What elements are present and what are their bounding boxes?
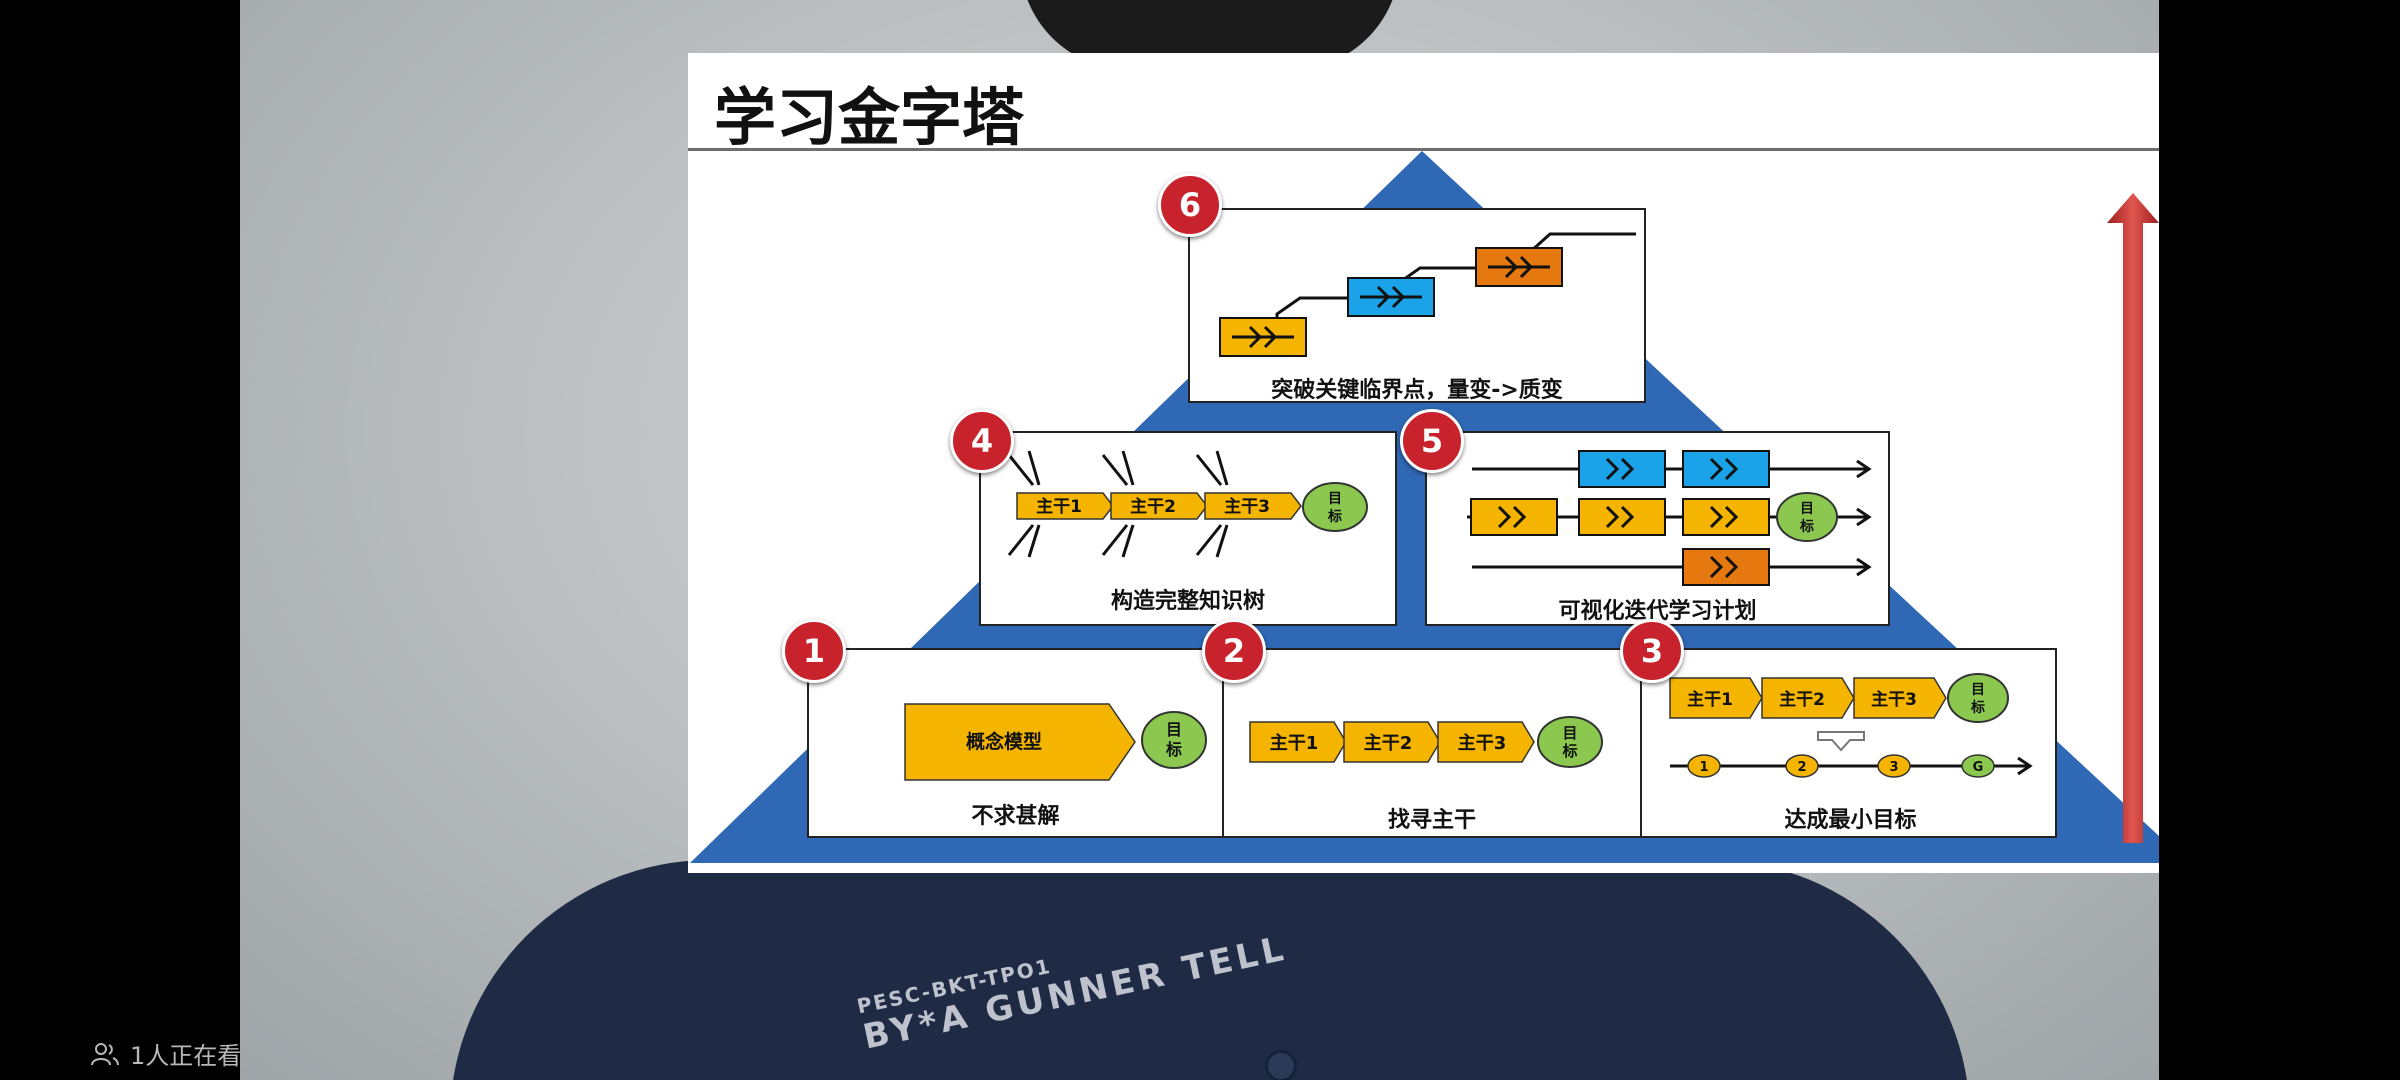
slide-title: 学习金字塔: [714, 81, 1025, 154]
l3-trunk-2: 主干2: [1779, 689, 1825, 710]
title-divider: [688, 148, 2159, 151]
level-3-label: 达成最小目标: [1784, 808, 1917, 833]
trunk-chain-diagram: 主干1 主干2 主干3 目 标: [1249, 716, 1603, 768]
video-frame[interactable]: PESC-BKT-TPO1 BY*A GUNNER TELL bilibili …: [240, 0, 2159, 1080]
divider-1-2: [1222, 650, 1224, 836]
level-6-label: 突破关键临界点，量变->质变: [1271, 378, 1563, 403]
milestone-1: 1: [1699, 760, 1708, 775]
minimum-goal-diagram: 主干1 主干2 主干3 目 标 1 2 3 G: [1669, 673, 2033, 778]
level-1-badge: 1: [782, 619, 846, 683]
l4-trunk-3: 主干3: [1224, 496, 1270, 517]
level-2-label: 找寻主干: [1387, 808, 1476, 833]
viewer-count-text: 1人正在看: [130, 1042, 242, 1070]
l4-goal-top: 目: [1328, 491, 1342, 507]
l3-trunk-1: 主干1: [1687, 689, 1733, 710]
milestone-2: 2: [1797, 760, 1806, 775]
l2-goal-bottom: 标: [1561, 742, 1577, 760]
people-icon: [91, 1042, 119, 1065]
l1-goal-top: 目: [1166, 720, 1182, 739]
l5-goal-top: 目: [1800, 501, 1814, 517]
level-5-card: 目 标 可视化迭代学习计划: [1425, 431, 1890, 626]
shirt-button: [1265, 1050, 1297, 1080]
divider-2-3: [1640, 650, 1642, 836]
l1-goal-bottom: 标: [1165, 740, 1182, 759]
l2-trunk-3: 主干3: [1458, 732, 1507, 754]
l4-trunk-2: 主干2: [1130, 496, 1176, 517]
level-3-badge: 3: [1620, 619, 1684, 683]
l4-trunk-1: 主干1: [1036, 496, 1082, 517]
level-4-card: 主干1 主干2 主干3 目 标 构造完整知识树: [979, 431, 1397, 626]
milestone-3: 3: [1889, 760, 1898, 775]
level-5-badge: 5: [1400, 409, 1464, 473]
concept-model-diagram: 概念模型 目 标: [904, 703, 1207, 781]
bottom-row-frame: 概念模型 目 标 不求甚解 主干1 主干2 主干3 目 标 找寻主干: [807, 648, 2057, 838]
level-1-label: 不求甚解: [971, 804, 1060, 829]
presenter-shirt: [450, 860, 1970, 1080]
iteration-plan-diagram: 目 标: [1467, 450, 1872, 586]
breakthrough-steps-diagram: [1219, 232, 1636, 357]
level-4-badge: 4: [950, 409, 1014, 473]
l3-goal-bottom: 标: [1970, 699, 1985, 716]
l2-goal-top: 目: [1562, 724, 1577, 742]
l2-trunk-2: 主干2: [1364, 732, 1413, 754]
up-arrow-icon: [2107, 193, 2159, 843]
milestone-goal: G: [1973, 760, 1984, 775]
viewer-count: 1人正在看: [90, 1036, 241, 1071]
concept-model-label: 概念模型: [966, 730, 1042, 753]
l3-trunk-3: 主干3: [1871, 689, 1917, 710]
level-6-badge: 6: [1158, 173, 1222, 237]
slide: 学习金字塔 突破关键临界点，量变->质变 6: [688, 53, 2159, 873]
knowledge-tree-diagram: 主干1 主干2 主干3 目 标: [1007, 450, 1368, 558]
level-4-label: 构造完整知识树: [1110, 589, 1265, 614]
l4-goal-bottom: 标: [1327, 508, 1342, 525]
l5-goal-bottom: 标: [1799, 518, 1814, 535]
l2-trunk-1: 主干1: [1270, 732, 1319, 754]
level-2-badge: 2: [1202, 619, 1266, 683]
l3-goal-top: 目: [1971, 682, 1985, 698]
level-6-card: 突破关键临界点，量变->质变: [1188, 208, 1646, 403]
